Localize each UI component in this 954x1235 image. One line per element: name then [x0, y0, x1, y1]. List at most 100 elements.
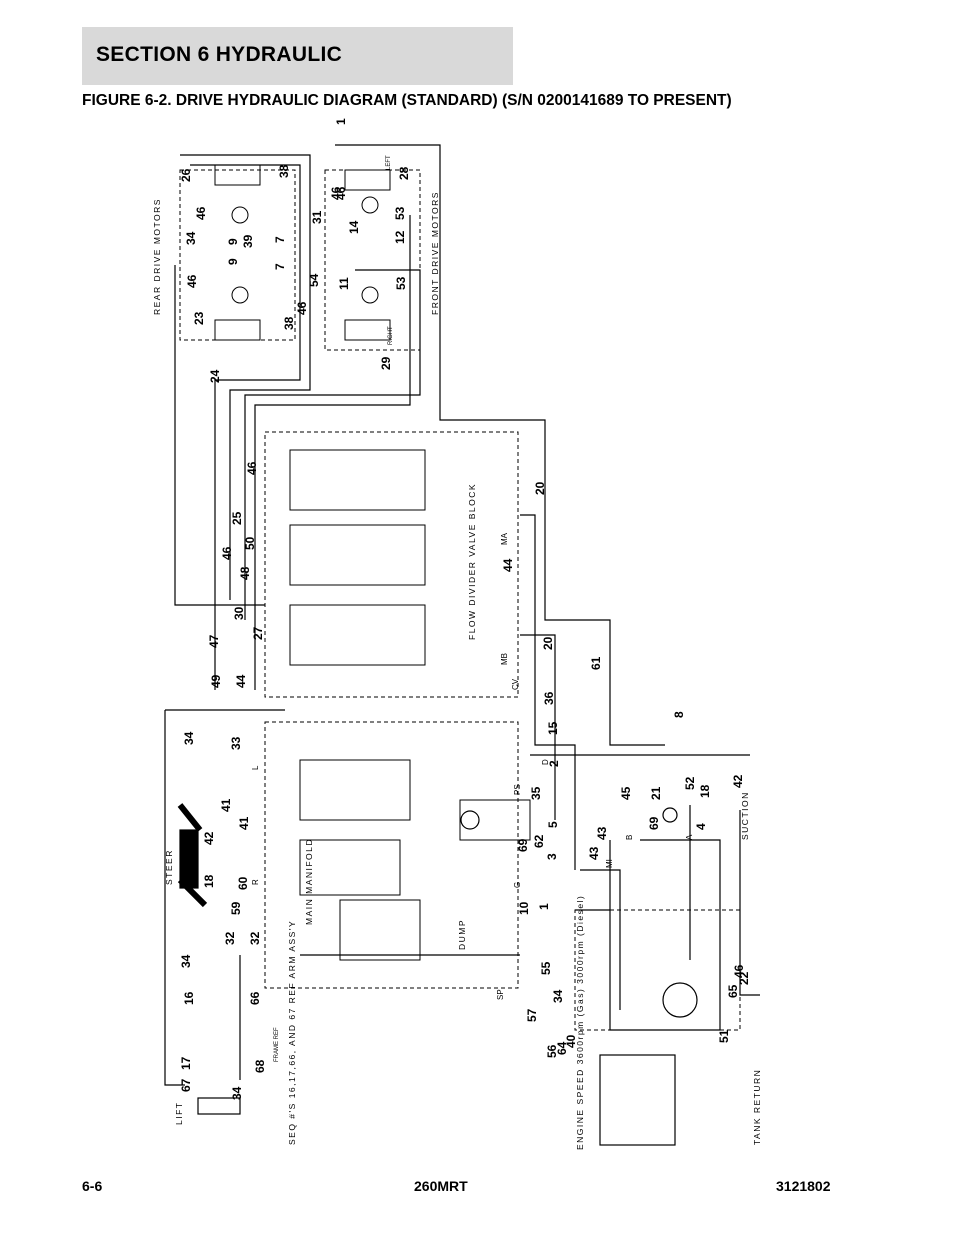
- callout-number: 29: [379, 356, 393, 370]
- callout-number: 46: [220, 546, 234, 560]
- callout-number: 67: [179, 1078, 193, 1092]
- callout-number: 2: [547, 760, 561, 767]
- callout-number: 53: [393, 206, 407, 220]
- port-label: A: [685, 834, 694, 840]
- label-flow-divider: FLOW DIVIDER VALVE BLOCK: [467, 483, 477, 640]
- callout-number: 9: [226, 238, 240, 245]
- callout-number: 48: [238, 566, 252, 580]
- section-title: SECTION 6 HYDRAULIC: [96, 43, 343, 66]
- label-engine-speed: ENGINE SPEED 3600rpm (Gas) 3000rpm (Dies…: [575, 895, 585, 1150]
- callout-number: 46: [194, 206, 208, 220]
- callout-number: 46: [245, 461, 259, 475]
- label-left-motor: LEFT: [386, 155, 392, 170]
- callout-number: 34: [184, 231, 198, 245]
- callout-number: 46: [185, 274, 199, 288]
- label-right-motor: RIGHT: [388, 326, 394, 345]
- callout-number: 41: [219, 798, 233, 812]
- callout-number: 66: [248, 991, 262, 1005]
- port-label: SP: [496, 989, 505, 1000]
- callout-number: 43: [595, 826, 609, 840]
- callout-number: 17: [179, 1056, 193, 1070]
- footer-model: 260MRT: [414, 1178, 468, 1194]
- label-lift: LIFT: [174, 1102, 184, 1125]
- port-label: CV: [511, 678, 520, 690]
- callout-number: 7: [273, 263, 287, 270]
- label-rear-drive-motors: REAR DRIVE MOTORS: [152, 198, 162, 315]
- callout-number: 69: [516, 838, 530, 852]
- callout-number: 28: [397, 166, 411, 180]
- callout-number: 60: [236, 876, 250, 890]
- section-header-bar: SECTION 6 HYDRAULIC: [82, 27, 513, 85]
- callout-number: 64: [555, 1041, 569, 1055]
- callout-number: 34: [182, 731, 196, 745]
- label-main-manifold: MAIN MANIFOLD: [304, 838, 314, 925]
- callout-number: 49: [209, 674, 223, 688]
- callout-number: 40: [564, 1034, 578, 1048]
- callout-number: 23: [192, 311, 206, 325]
- callout-number: 41: [237, 816, 251, 830]
- callout-number: 5: [546, 821, 560, 828]
- callout-number: 32: [223, 931, 237, 945]
- callout-number: 43: [587, 846, 601, 860]
- callout-number: 16: [182, 991, 196, 1005]
- callout-number: 8: [672, 711, 686, 718]
- label-suction: SUCTION: [740, 791, 750, 840]
- callout-number: 33: [229, 736, 243, 750]
- callout-number: 45: [619, 786, 633, 800]
- port-label: L: [251, 765, 260, 770]
- callout-number: 57: [525, 1008, 539, 1022]
- callout-number: 32: [248, 931, 262, 945]
- callout-number: 14: [347, 220, 361, 234]
- callout-number: 38: [282, 316, 296, 330]
- callout-number: 25: [230, 511, 244, 525]
- callout-number: 44: [234, 674, 248, 688]
- callout-number: 65: [726, 984, 740, 998]
- port-label: MI: [605, 859, 614, 868]
- callout-number: 42: [731, 774, 745, 788]
- callout-number: 42: [202, 831, 216, 845]
- callout-number: 62: [532, 834, 546, 848]
- callout-number: 36: [542, 691, 556, 705]
- callout-number: 35: [529, 786, 543, 800]
- callout-number: 46: [732, 964, 746, 978]
- callout-number: 39: [241, 234, 255, 248]
- callout-number: 18: [698, 784, 712, 798]
- callout-number: 24: [208, 369, 222, 383]
- port-label: MB: [500, 653, 509, 665]
- callout-number: 10: [517, 901, 531, 915]
- callout-number: 20: [533, 481, 547, 495]
- callout-number: 55: [539, 961, 553, 975]
- port-label: B: [625, 835, 634, 840]
- callout-number: 38: [277, 164, 291, 178]
- footer-page-number: 6-6: [82, 1178, 103, 1194]
- callout-number: 27: [251, 626, 265, 640]
- callout-number: 46: [295, 301, 309, 315]
- callout-number: 1: [334, 118, 348, 125]
- callout-number: 9: [226, 258, 240, 265]
- footer-doc-number: 3121802: [776, 1178, 831, 1194]
- label-tank-return: TANK RETURN: [752, 1069, 762, 1145]
- callout-number: 31: [310, 210, 324, 224]
- port-label: R: [251, 879, 260, 885]
- port-label: D: [541, 759, 550, 765]
- callout-number: 51: [717, 1029, 731, 1043]
- callout-number: 15: [546, 721, 560, 735]
- callout-number: 30: [232, 606, 246, 620]
- label-steer: STEER: [164, 849, 174, 885]
- callout-number: 4: [694, 823, 708, 830]
- callout-number: 56: [545, 1044, 559, 1058]
- callout-number: 61: [589, 656, 603, 670]
- label-frame-ref: FRAME REF: [274, 1027, 280, 1062]
- hydraulic-diagram: REAR DRIVE MOTORS FRONT DRIVE MOTORS FLO…: [152, 118, 762, 1150]
- callout-number: 52: [683, 776, 697, 790]
- label-front-drive-motors: FRONT DRIVE MOTORS: [430, 191, 440, 315]
- callout-number: 7: [273, 236, 287, 243]
- callout-number: 44: [501, 558, 515, 572]
- callout-number: 53: [394, 276, 408, 290]
- port-label: MA: [500, 532, 509, 545]
- callout-number: 21: [649, 786, 663, 800]
- callout-number: 12: [393, 230, 407, 244]
- port-label: G: [513, 882, 522, 888]
